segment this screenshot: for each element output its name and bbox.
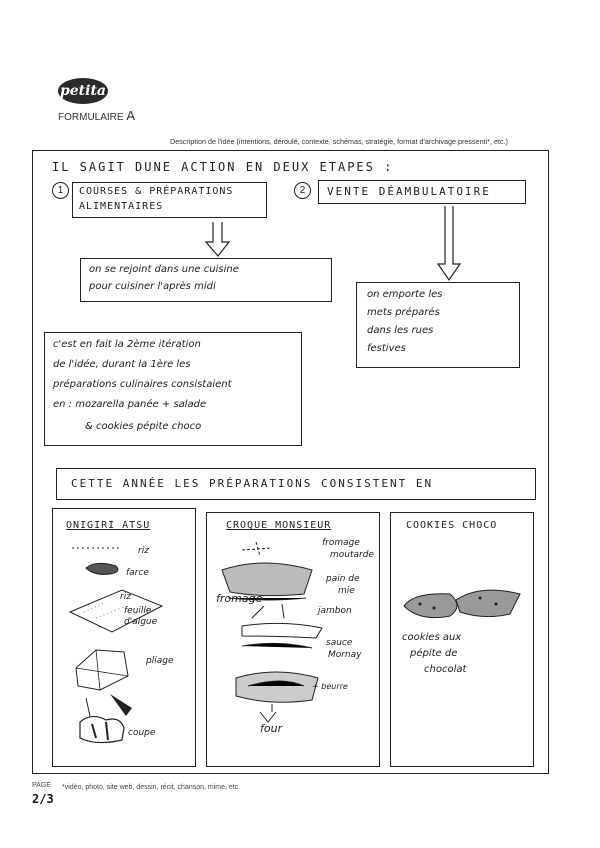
- step2-box: VENTE DÉAMBULATOIRE: [318, 180, 526, 204]
- step1-note-box: on se rejoint dans une cuisine pour cuis…: [80, 258, 332, 302]
- croque-beurre: + beurre: [312, 682, 348, 691]
- onigiri-title: ONIGIRI ATSU: [66, 520, 151, 531]
- croque-column: [206, 512, 380, 767]
- onigiri-riz1: riz: [138, 546, 149, 556]
- form-title: FORMULAIRE A: [58, 108, 135, 123]
- form-letter: A: [126, 108, 136, 123]
- onigiri-farce: farce: [126, 568, 149, 578]
- step2-note-box: on emporte les mets préparés dans les ru…: [356, 282, 520, 368]
- cookies-column: [390, 512, 534, 767]
- step1-line1: COURSES & PRÉPARATIONS: [79, 186, 234, 197]
- iter-line3: préparations culinaires consistaient: [53, 379, 232, 390]
- onigiri-feuille1: feuille: [124, 606, 152, 616]
- croque-drawing: [221, 541, 323, 723]
- step1-number: 1: [52, 182, 69, 199]
- step1-note-line2: pour cuisiner l'après midi: [89, 281, 216, 292]
- croque-sauce1: sauce: [326, 638, 353, 648]
- croque-sauce2: Mornay: [328, 650, 362, 660]
- form-label: FORMULAIRE: [58, 112, 124, 123]
- cookies-title: COOKIES CHOCO: [406, 520, 498, 531]
- croque-pain1: pain de: [326, 574, 360, 584]
- croque-title: CROQUE MONSIEUR: [226, 520, 332, 531]
- croque-jambon: jambon: [318, 606, 352, 616]
- step2-note-line3: dans les rues: [367, 325, 434, 336]
- cookies-caption2: pépite de: [410, 648, 458, 659]
- intro-text: IL SAGIT DUNE ACTION EN DEUX ETAPES :: [52, 160, 394, 174]
- croque-moutarde: moutarde: [330, 550, 374, 560]
- cookies-caption1: cookies aux: [402, 632, 462, 643]
- onigiri-riz2: riz: [120, 592, 131, 602]
- description-label: Description de l'idée (intentions, dérou…: [170, 137, 508, 146]
- step2-title: VENTE DÉAMBULATOIRE: [327, 185, 491, 198]
- logo-text: petita: [59, 83, 107, 99]
- step2-note-line4: festives: [367, 343, 406, 354]
- croque-pain2: mie: [338, 586, 355, 596]
- onigiri-drawing: [68, 547, 164, 744]
- step1-note-line1: on se rejoint dans une cuisine: [89, 264, 239, 275]
- petita-logo: petita: [58, 78, 108, 104]
- step2-note-line2: mets préparés: [367, 307, 440, 318]
- step1-line2: ALIMENTAIRES: [79, 201, 164, 212]
- onigiri-feuille2: d'algue: [124, 617, 158, 627]
- croque-fromage2: fromage: [216, 592, 263, 605]
- iter-line1: c'est en fait la 2ème itération: [53, 339, 201, 350]
- step2-note-line1: on emporte les: [367, 289, 443, 300]
- onigiri-column: [52, 508, 196, 767]
- page-label: PAGE: [32, 782, 51, 789]
- onigiri-coupe: coupe: [128, 728, 156, 738]
- footnote: *vidéo, photo, site web, dessin, récit, …: [62, 784, 241, 791]
- croque-fromage1: fromage: [322, 538, 360, 548]
- step1-box: COURSES & PRÉPARATIONS ALIMENTAIRES: [72, 182, 267, 218]
- iter-line2: de l'idée, durant la 1ère les: [53, 359, 191, 370]
- iter-line5: & cookies pépite choco: [85, 421, 202, 432]
- arrow-down-2: [436, 206, 462, 282]
- banner-text: CETTE ANNÉE LES PRÉPARATIONS CONSISTENT …: [71, 477, 434, 490]
- cookies-caption3: chocolat: [424, 664, 467, 675]
- arrow-down-1: [204, 222, 231, 257]
- croque-four: four: [260, 722, 283, 735]
- step2-number: 2: [294, 182, 311, 199]
- iter-line4: en : mozarella panée + salade: [53, 399, 207, 410]
- preparations-banner: CETTE ANNÉE LES PRÉPARATIONS CONSISTENT …: [56, 468, 536, 500]
- page-number: 2/3: [32, 792, 54, 806]
- onigiri-pliage: pliage: [146, 656, 174, 666]
- sketch-frame: [32, 150, 549, 774]
- iteration-note-box: c'est en fait la 2ème itération de l'idé…: [44, 332, 302, 446]
- cookies-drawing: [403, 589, 521, 619]
